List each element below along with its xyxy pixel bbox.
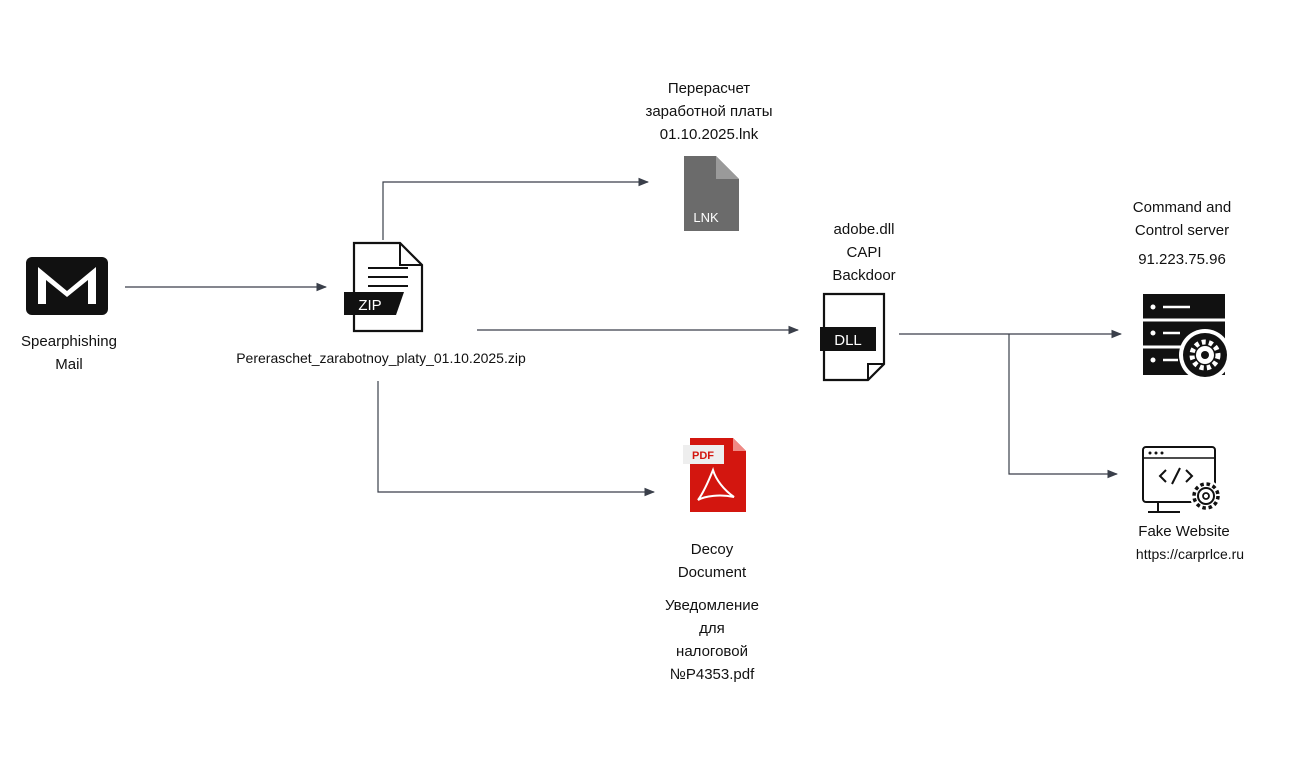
pdf-filename-line: №P4353.pdf — [669, 666, 755, 683]
pdf-filename-line: для — [699, 620, 725, 637]
fake-website-label-line: Fake Website — [1138, 523, 1230, 540]
lnk-label-line: заработной платы — [645, 103, 773, 120]
pdf-filename-line: Уведомление — [664, 597, 759, 614]
dll-file-icon: DLL — [820, 292, 886, 382]
zip-file-icon: ZIP — [344, 241, 424, 333]
mail-icon — [26, 257, 108, 315]
pdf-file-icon: PDF — [683, 438, 746, 512]
edge-dll-to-fake-website — [1008, 334, 1119, 479]
c2-label-line: Command and — [1132, 199, 1232, 216]
fake-website-label: Fake Website — [1104, 520, 1264, 543]
pdf-label-line: Decoy — [690, 541, 734, 558]
fake-website-url: https://carprlce.ru — [1100, 543, 1280, 566]
c2-ip-label: 91.223.75.96 — [1102, 248, 1262, 271]
pdf-filename-line: налоговой — [676, 643, 748, 660]
dll-label: adobe.dll CAPI Backdoor — [804, 218, 924, 287]
website-code-icon — [1142, 446, 1222, 513]
zip-filename-label: Pereraschet_zarabotnoy_platy_01.10.2025.… — [222, 347, 540, 370]
lnk-file-icon: LNK — [684, 156, 739, 231]
lnk-badge-text: LNK — [693, 210, 719, 225]
dll-label-line: adobe.dll — [833, 221, 895, 238]
edge-zip-to-pdf — [377, 381, 656, 497]
server-gear-icon — [1143, 294, 1231, 381]
zip-filename-text: Pereraschet_zarabotnoy_platy_01.10.2025.… — [236, 350, 526, 366]
lnk-label-line: 01.10.2025.lnk — [659, 126, 759, 143]
pdf-filename-label: Уведомление для налоговой №P4353.pdf — [632, 594, 792, 686]
mail-label-line: Mail — [55, 356, 83, 373]
dll-label-line: Backdoor — [832, 267, 896, 284]
c2-label-line: Control server — [1134, 222, 1230, 239]
c2-label: Command and Control server — [1102, 196, 1262, 242]
lnk-label: Перерасчет заработной платы 01.10.2025.l… — [619, 77, 799, 146]
mail-label-line: Spearphishing — [21, 333, 117, 350]
zip-badge-text: ZIP — [358, 297, 381, 314]
pdf-label-line: Document — [677, 564, 747, 581]
dll-label-line: CAPI — [846, 244, 882, 261]
dll-badge-text: DLL — [834, 332, 862, 349]
pdf-label: Decoy Document — [652, 538, 772, 584]
mail-label: Spearphishing Mail — [9, 330, 129, 376]
edge-zip-to-lnk — [382, 177, 650, 240]
fake-website-url-text: https://carprlce.ru — [1135, 546, 1245, 562]
lnk-label-line: Перерасчет — [667, 80, 751, 97]
c2-ip-text: 91.223.75.96 — [1138, 251, 1226, 268]
acrobat-logo-icon — [697, 466, 735, 501]
pdf-badge-text: PDF — [692, 450, 714, 462]
